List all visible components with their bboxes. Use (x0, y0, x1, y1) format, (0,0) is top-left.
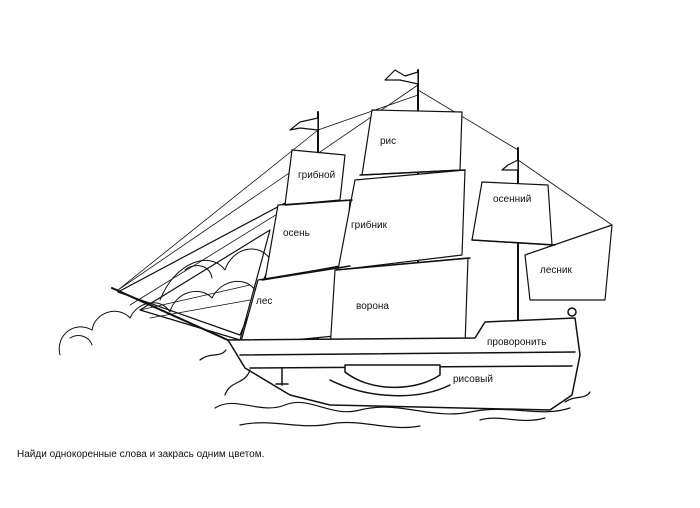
word-osennij[interactable]: осенний (492, 194, 533, 206)
flags (289, 69, 519, 171)
word-ris[interactable]: рис (379, 136, 398, 148)
word-risovyj[interactable]: рисовый (452, 374, 494, 386)
word-osen[interactable]: осень (282, 228, 311, 240)
word-gribnoy[interactable]: грибной (297, 170, 337, 182)
yards (261, 169, 556, 281)
word-provoronit[interactable]: проворонить (486, 337, 548, 349)
word-vorona[interactable]: ворона (355, 301, 390, 313)
mainmast-sails (329, 109, 469, 351)
word-gribnik[interactable]: грибник (350, 220, 389, 232)
word-lesnik[interactable]: лесник (539, 265, 573, 277)
word-les[interactable]: лес (255, 296, 274, 308)
instruction-text: Найди однокоренные слова и закрась одним… (17, 449, 265, 460)
water (199, 349, 591, 429)
